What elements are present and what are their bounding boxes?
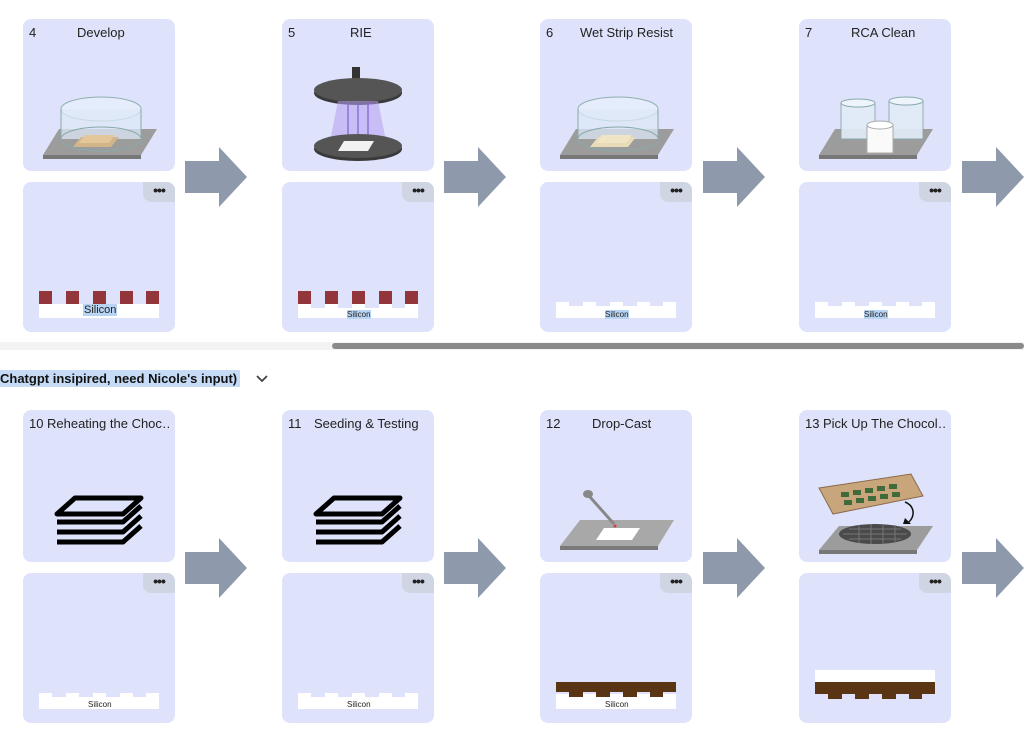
step-number: 5 bbox=[288, 25, 296, 40]
step-name: Wet Strip Resist bbox=[580, 25, 673, 40]
step-number: 7 bbox=[805, 25, 813, 40]
cross-section-card-5[interactable]: ••• Silicon bbox=[282, 182, 434, 332]
layers-stack-icon bbox=[54, 495, 144, 545]
silicon-label: Silicon bbox=[864, 310, 888, 319]
step-card-12-process[interactable]: 12 Drop-Cast bbox=[540, 410, 692, 562]
step-number: 4 bbox=[29, 25, 37, 40]
step-number: 11 bbox=[288, 416, 302, 431]
arrow-right-icon bbox=[703, 147, 765, 207]
rca-clean-beakers-icon bbox=[819, 96, 933, 159]
step-title: 11 Seeding & Testing bbox=[288, 416, 428, 431]
develop-bath-icon bbox=[43, 96, 157, 159]
arrow-right-icon bbox=[185, 147, 247, 207]
step-name: Drop-Cast bbox=[592, 416, 652, 431]
arrow-right-icon bbox=[444, 538, 506, 598]
step-card-5-process[interactable]: 5 RIE bbox=[282, 19, 434, 171]
more-options-button[interactable]: ••• bbox=[402, 182, 434, 202]
more-options-button[interactable]: ••• bbox=[919, 573, 951, 593]
step-title: 6 Wet Strip Resist bbox=[546, 25, 686, 40]
cross-section-card-7[interactable]: ••• Silicon bbox=[799, 182, 951, 332]
cross-section-diagram bbox=[298, 693, 418, 709]
step-name: Reheating the Choc… bbox=[47, 416, 169, 431]
step-number: 12 bbox=[546, 416, 561, 431]
rie-chamber-icon bbox=[314, 67, 402, 161]
more-options-button[interactable]: ••• bbox=[919, 182, 951, 202]
arrow-right-icon bbox=[962, 147, 1024, 207]
more-options-button[interactable]: ••• bbox=[143, 182, 175, 202]
arrow-right-icon bbox=[444, 147, 506, 207]
cross-section-card-11[interactable]: ••• Silicon bbox=[282, 573, 434, 723]
step-name: RIE bbox=[350, 25, 372, 40]
layers-stack-icon bbox=[313, 495, 403, 545]
pick-up-chocolate-icon bbox=[818, 473, 933, 554]
group-title[interactable]: Chatgpt insipired, need Nicole's input) bbox=[0, 370, 241, 387]
chevron-down-icon[interactable] bbox=[256, 374, 268, 384]
drop-cast-pipette-icon bbox=[560, 490, 674, 550]
wet-strip-bath-icon bbox=[560, 96, 674, 159]
step-title: 4 Develop bbox=[29, 25, 169, 40]
step-name: RCA Clean bbox=[851, 25, 916, 40]
step-number: 6 bbox=[546, 25, 554, 40]
step-card-4-process[interactable]: 4 Develop bbox=[23, 19, 175, 171]
group-header: Chatgpt insipired, need Nicole's input) bbox=[0, 362, 1024, 392]
step-card-11-process[interactable]: 11 Seeding & Testing bbox=[282, 410, 434, 562]
cross-section-card-10[interactable]: ••• Silicon bbox=[23, 573, 175, 723]
arrow-right-icon bbox=[962, 538, 1024, 598]
step-card-7-process[interactable]: 7 RCA Clean bbox=[799, 19, 951, 171]
silicon-label: Silicon bbox=[88, 700, 112, 709]
silicon-label: Silicon bbox=[605, 700, 629, 709]
step-name: Develop bbox=[77, 25, 125, 40]
step-name: Seeding & Testing bbox=[314, 416, 419, 431]
cross-section-card-12[interactable]: ••• Silicon bbox=[540, 573, 692, 723]
cross-section-diagram bbox=[39, 693, 159, 709]
cross-section-diagram bbox=[556, 682, 676, 709]
horizontal-scrollbar-thumb[interactable] bbox=[332, 343, 1024, 349]
step-name: Pick Up The Chocol… bbox=[823, 416, 945, 431]
more-options-button[interactable]: ••• bbox=[143, 573, 175, 593]
more-options-button[interactable]: ••• bbox=[402, 573, 434, 593]
step-number: 13 bbox=[805, 416, 820, 431]
silicon-label: Silicon bbox=[83, 304, 118, 316]
more-options-button[interactable]: ••• bbox=[660, 182, 692, 202]
cross-section-card-13[interactable]: ••• bbox=[799, 573, 951, 723]
silicon-label: Silicon bbox=[605, 310, 629, 319]
cross-section-card-4[interactable]: ••• Silicon bbox=[23, 182, 175, 332]
silicon-label: Silicon bbox=[347, 700, 371, 709]
cross-section-card-6[interactable]: ••• Silicon bbox=[540, 182, 692, 332]
arrow-right-icon bbox=[185, 538, 247, 598]
step-number: 10 bbox=[29, 416, 44, 431]
step-title: 12 Drop-Cast bbox=[546, 416, 686, 431]
step-card-6-process[interactable]: 6 Wet Strip Resist bbox=[540, 19, 692, 171]
cross-section-diagram bbox=[815, 670, 935, 699]
step-title: 5 RIE bbox=[288, 25, 428, 40]
more-options-button[interactable]: ••• bbox=[660, 573, 692, 593]
silicon-label: Silicon bbox=[347, 310, 371, 319]
arrow-right-icon bbox=[703, 538, 765, 598]
step-title: 7 RCA Clean bbox=[805, 25, 945, 40]
